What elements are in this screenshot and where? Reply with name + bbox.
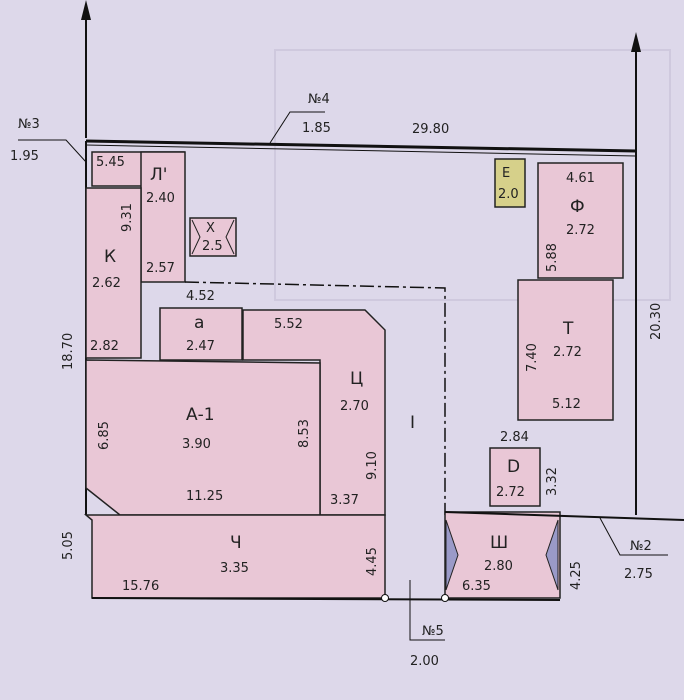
room-l-top-dim: 5.45 xyxy=(96,155,125,170)
room-k-name: К xyxy=(104,247,116,267)
room-sh-left-hatch-icon xyxy=(445,519,459,591)
room-f xyxy=(537,162,624,279)
room-f-top: 4.61 xyxy=(566,171,595,186)
room-c-side: 9.10 xyxy=(365,451,380,480)
room-l-name: Л' xyxy=(150,165,167,185)
room-d-top: 2.84 xyxy=(500,430,529,445)
faint-background-rect xyxy=(274,49,671,301)
room-e xyxy=(494,158,526,208)
room-a-value: 2.47 xyxy=(186,339,215,354)
room-x xyxy=(189,217,237,257)
room-f-side: 5.88 xyxy=(545,243,560,272)
room-k-value: 2.62 xyxy=(92,276,121,291)
leader-n5 xyxy=(409,580,445,641)
room-l-value: 2.40 xyxy=(146,191,175,206)
label-n2: №2 xyxy=(630,539,652,554)
room-e-value: 2.0 xyxy=(498,187,519,202)
room-x-value: 2.5 xyxy=(202,239,223,254)
room-f-value: 2.72 xyxy=(566,223,595,238)
dim-right: 20.30 xyxy=(649,303,664,340)
room-l-side: 2.57 xyxy=(146,261,175,276)
label-n3-value: 1.95 xyxy=(10,149,39,164)
room-a1-name: А-1 xyxy=(186,405,215,425)
room-d-value: 2.72 xyxy=(496,485,525,500)
room-a1-bottom: 11.25 xyxy=(186,489,223,504)
room-a xyxy=(159,307,243,361)
room-sh-right-hatch-icon xyxy=(545,519,559,591)
arrow-right-head-icon xyxy=(631,32,641,52)
room-t-value: 2.72 xyxy=(553,345,582,360)
top-boundary xyxy=(85,139,637,153)
dim-left-upper: 18.70 xyxy=(61,333,76,370)
label-n5-value: 2.00 xyxy=(410,654,439,669)
room-a-top: 4.52 xyxy=(186,289,215,304)
room-c-top: 5.52 xyxy=(274,317,303,332)
dim-bottom: 15.76 xyxy=(122,579,159,594)
label-n5: №5 xyxy=(422,624,444,639)
room-a1-left: 6.85 xyxy=(97,421,112,450)
dim-bottom-right: 6.35 xyxy=(462,579,491,594)
room-sh xyxy=(444,511,561,599)
room-ch-value: 3.35 xyxy=(220,561,249,576)
room-l xyxy=(140,151,186,283)
room-ch-name: Ч xyxy=(230,533,242,553)
room-c-name: Ц xyxy=(350,369,363,389)
gate-post-right xyxy=(441,594,449,602)
room-a-name: а xyxy=(194,313,204,333)
bottom-boundary xyxy=(91,597,561,601)
room-d xyxy=(489,447,541,507)
zone-i-name: I xyxy=(410,413,415,433)
room-sh-name: Ш xyxy=(490,533,508,553)
room-x-hatch-icon xyxy=(191,219,235,255)
dim-left-lower: 5.05 xyxy=(61,531,76,560)
dim-top: 29.80 xyxy=(412,122,449,137)
room-a1-corner: 3.37 xyxy=(330,493,359,508)
room-x-name: Х xyxy=(206,221,215,236)
room-a1-value: 3.90 xyxy=(182,437,211,452)
gate-post-left xyxy=(381,594,389,602)
room-t xyxy=(517,279,614,421)
top-boundary-inner xyxy=(85,144,637,157)
label-n2-value: 2.75 xyxy=(624,567,653,582)
lower-right-boundary xyxy=(444,511,684,521)
room-c-value: 2.70 xyxy=(340,399,369,414)
room-k-side: 9.31 xyxy=(120,203,135,232)
room-f-name: Ф xyxy=(570,197,585,217)
leader-n3 xyxy=(18,139,87,163)
room-k xyxy=(85,187,142,359)
arrow-left-head-icon xyxy=(81,0,91,20)
room-t-bottom: 5.12 xyxy=(552,397,581,412)
room-t-side: 7.40 xyxy=(525,343,540,372)
room-sh-value: 2.80 xyxy=(484,559,513,574)
room-sh-side: 4.25 xyxy=(569,561,584,590)
room-ch-side: 4.45 xyxy=(365,547,380,576)
room-d-side: 3.32 xyxy=(545,467,560,496)
label-n4: №4 xyxy=(308,92,330,107)
room-a1-right: 8.53 xyxy=(297,419,312,448)
room-t-name: Т xyxy=(562,319,574,339)
leader-n2 xyxy=(599,517,668,556)
label-n4-value: 1.85 xyxy=(302,121,331,136)
room-d-name: D xyxy=(507,457,520,477)
room-k-bottom: 2.82 xyxy=(90,339,119,354)
zone-i-boundary xyxy=(184,281,446,515)
leader-n4 xyxy=(269,111,325,144)
label-n3: №3 xyxy=(18,117,40,132)
room-e-name: Е xyxy=(502,166,510,181)
